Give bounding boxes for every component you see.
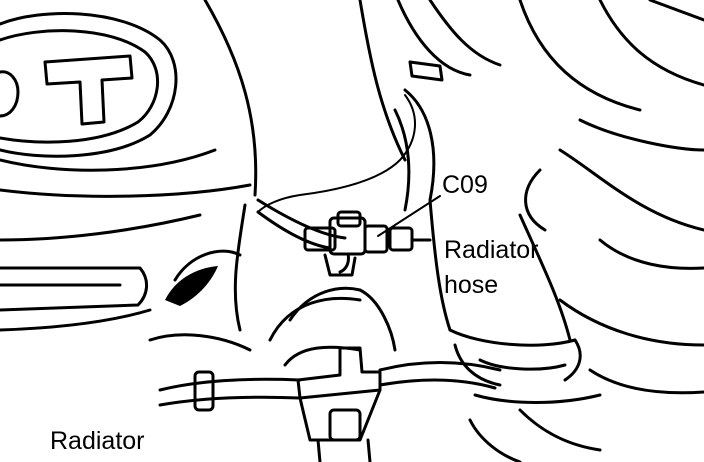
radiator-hose-label-line1: Radiator <box>444 236 539 264</box>
body-outline <box>203 0 704 395</box>
cover-lettering <box>0 54 134 126</box>
shroud-panel <box>0 203 252 352</box>
sensor-connector <box>303 210 432 277</box>
lower-hose-pipe <box>158 361 502 412</box>
radiator-label: Radiator <box>50 427 145 455</box>
engine-cover <box>0 12 252 198</box>
lower-bracket <box>268 286 397 462</box>
connector-label: C09 <box>442 171 488 199</box>
wiring-harness <box>256 94 417 250</box>
radiator-hose-label-line2: hose <box>444 271 499 299</box>
upper-hose <box>358 0 472 212</box>
radiator-hose <box>428 198 602 462</box>
connector-leader-line <box>377 195 441 237</box>
